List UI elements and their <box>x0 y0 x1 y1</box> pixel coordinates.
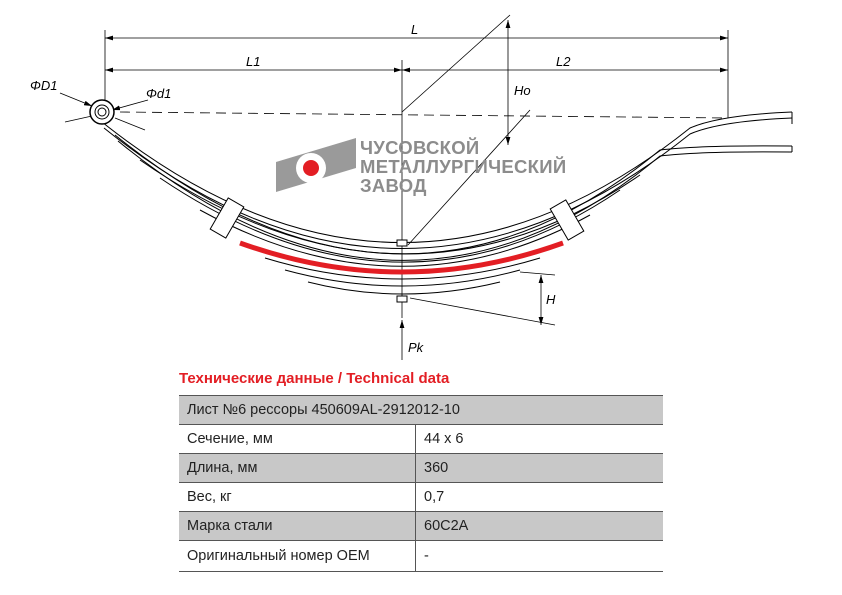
row-value: 0,7 <box>415 482 663 512</box>
logo-text: ЧУСОВСКОЙ МЕТАЛЛУРГИЧЕСКИЙ ЗАВОД <box>360 138 566 195</box>
dim-label-Pk: Pk <box>408 340 425 355</box>
dim-label-H: H <box>546 292 556 307</box>
right-clamp <box>549 199 585 241</box>
dim-label-L1: L1 <box>246 54 260 69</box>
row-value: - <box>415 540 663 572</box>
dim-label-L2: L2 <box>556 54 571 69</box>
row-label: Сечение, мм <box>179 424 416 454</box>
leaf-spring-drawing: L L1 L2 Ho H Pk ΦD1 Φd1 <box>30 14 793 360</box>
row-value: 44 x 6 <box>415 424 663 454</box>
table-row: Оригинальный номер OEM- <box>179 540 663 572</box>
logo-line: ЧУСОВСКОЙ <box>360 137 480 158</box>
dim-label-D1: ΦD1 <box>30 78 58 93</box>
left-clamp <box>209 197 245 239</box>
row-label: Оригинальный номер OEM <box>179 540 416 572</box>
logo-line: МЕТАЛЛУРГИЧЕСКИЙ <box>360 156 567 177</box>
dimension-lines <box>59 14 729 360</box>
highlighted-leaf <box>239 240 564 275</box>
row-label: Марка стали <box>179 511 416 541</box>
table-title: Технические данные / Technical data <box>179 370 450 387</box>
logo-line: ЗАВОД <box>360 175 427 196</box>
row-value: 60С2А <box>415 511 663 541</box>
dim-label-Ho: Ho <box>514 83 531 98</box>
row-label: Вес, кг <box>179 482 416 512</box>
dim-label-d1: Φd1 <box>146 86 171 101</box>
table-header-row: Лист №6 рессоры 450609AL-2912012-10 <box>179 395 663 425</box>
dim-label-L: L <box>411 22 418 37</box>
logo-icon <box>276 138 356 192</box>
spring-leaves <box>89 99 793 303</box>
row-value: 360 <box>415 453 663 483</box>
spring-eye <box>89 99 115 125</box>
row-label: Длина, мм <box>179 453 416 483</box>
table-header: Лист №6 рессоры 450609AL-2912012-10 <box>179 395 663 425</box>
technical-data-table: Лист №6 рессоры 450609AL-2912012-10 Сече… <box>179 395 663 572</box>
